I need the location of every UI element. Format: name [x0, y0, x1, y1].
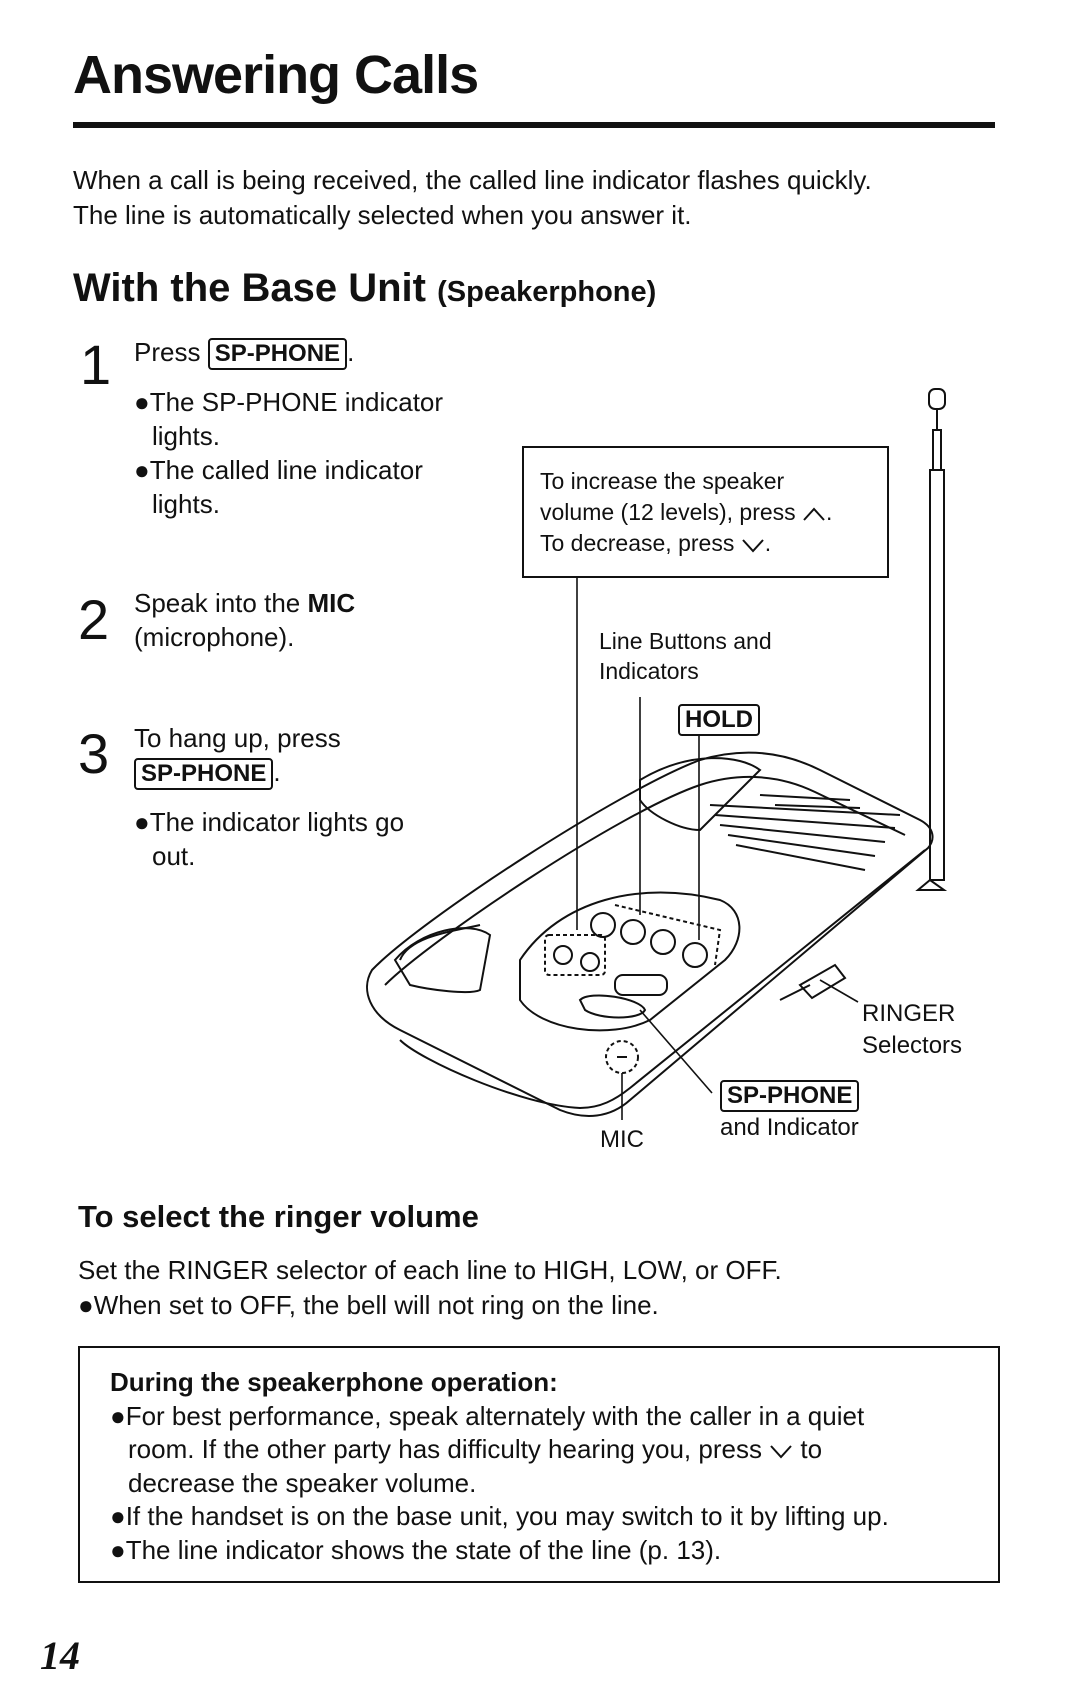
ringer-label-2: Selectors — [862, 1032, 963, 1059]
callout-line-1: To increase the speaker — [540, 468, 785, 494]
sp-phone-key: SP-PHONE — [207, 338, 348, 370]
step-3-bullet-1: ●The indicator lights go out. — [134, 807, 405, 871]
caret-down-icon — [770, 1445, 792, 1459]
note-b1-line3: decrease the speaker volume. — [128, 1467, 477, 1498]
callout-line-3: To decrease, press — [540, 530, 735, 556]
step-1-bullet-1: ●The SP-PHONE indicator lights. — [134, 387, 444, 451]
intro-text: When a call is being received, the calle… — [73, 163, 1033, 233]
page-number: 14 — [40, 1633, 80, 1678]
ringer-line-2: ●When set to OFF, the bell will not ring… — [78, 1290, 659, 1320]
note-bullet-3: ●The line indicator shows the state of t… — [110, 1534, 722, 1565]
note-bullet-2: ●If the handset is on the base unit, you… — [110, 1501, 889, 1531]
leader-lines — [576, 578, 859, 1120]
step-3-line1: To hang up, press — [134, 723, 341, 753]
ringer-selectors-label: RINGER Selectors — [862, 998, 962, 1062]
section-heading-main: With the Base Unit — [73, 266, 426, 310]
note-b1-line2-suffix: to — [800, 1434, 823, 1464]
speakerphone-note-box: During the speakerphone operation: ●For … — [78, 1346, 1000, 1583]
sp-phone-key-3: SP-PHONE — [720, 1080, 860, 1112]
sp-phone-key-2: SP-PHONE — [134, 758, 274, 790]
intro-line-1: When a call is being received, the calle… — [73, 165, 872, 195]
note-b1-line2: room. If the other party has difficulty … — [128, 1434, 762, 1464]
line-buttons-label: Line Buttons and Indicators — [599, 626, 772, 686]
sp-phone-indicator-label: SP-PHONE and Indicator — [720, 1080, 860, 1144]
callout-line-3-suffix: . — [764, 530, 772, 556]
step-2-mic: MIC — [307, 588, 356, 618]
section-heading-small: (Speakerphone) — [437, 276, 657, 308]
note-b1-line1: ●For best performance, speak alternately… — [110, 1400, 865, 1431]
ringer-text: Set the RINGER selector of each line to … — [78, 1253, 782, 1323]
mic-label: MIC — [600, 1126, 644, 1153]
step-3-suffix: . — [273, 757, 281, 787]
volume-callout: To increase the speaker volume (12 level… — [522, 446, 889, 578]
ringer-label-1: RINGER — [862, 1000, 956, 1027]
step-2-text: Speak into the MIC (microphone). — [134, 586, 355, 654]
line-buttons-label-2: Indicators — [599, 658, 699, 684]
step-1-suffix: . — [347, 337, 355, 367]
antenna — [915, 388, 948, 891]
step-1-bullets: ●The SP-PHONE indicator lights. ●The cal… — [134, 385, 494, 521]
step-1-number: 1 — [80, 333, 112, 396]
ringer-line-1: Set the RINGER selector of each line to … — [78, 1255, 782, 1285]
step-3-number: 3 — [78, 722, 110, 785]
step-3-bullets: ●The indicator lights go out. — [134, 805, 434, 873]
step-3-text: To hang up, press SP-PHONE. — [134, 721, 341, 790]
note-heading: During the speakerphone operation: — [110, 1367, 558, 1397]
line-buttons-label-1: Line Buttons and — [599, 628, 772, 654]
section-heading: With the Base Unit (Speakerphone) — [73, 266, 656, 311]
caret-up-icon — [803, 507, 825, 521]
step-1-text: Press SP-PHONE. — [134, 335, 354, 370]
caret-down-icon — [741, 539, 764, 553]
step-2-prefix: Speak into the — [134, 588, 301, 618]
hold-key: HOLD — [678, 704, 760, 736]
ringer-heading: To select the ringer volume — [78, 1199, 479, 1234]
intro-line-2: The line is automatically selected when … — [73, 200, 692, 230]
callout-line-2-suffix: . — [826, 499, 833, 525]
note-bullet-1: ●For best performance, speak alternately… — [110, 1400, 968, 1501]
title-rule — [73, 122, 995, 128]
sp-phone-indicator-text: and Indicator — [720, 1114, 859, 1141]
step-2-number: 2 — [78, 588, 110, 651]
page-title: Answering Calls — [73, 45, 479, 105]
step-1-prefix: Press — [134, 337, 201, 367]
step-1-bullet-2: ●The called line indicator lights. — [134, 455, 423, 519]
step-2-line2: (microphone). — [134, 622, 295, 652]
callout-line-2: volume (12 levels), press — [540, 499, 796, 525]
hold-label: HOLD — [678, 704, 760, 736]
base-body — [366, 751, 934, 1117]
